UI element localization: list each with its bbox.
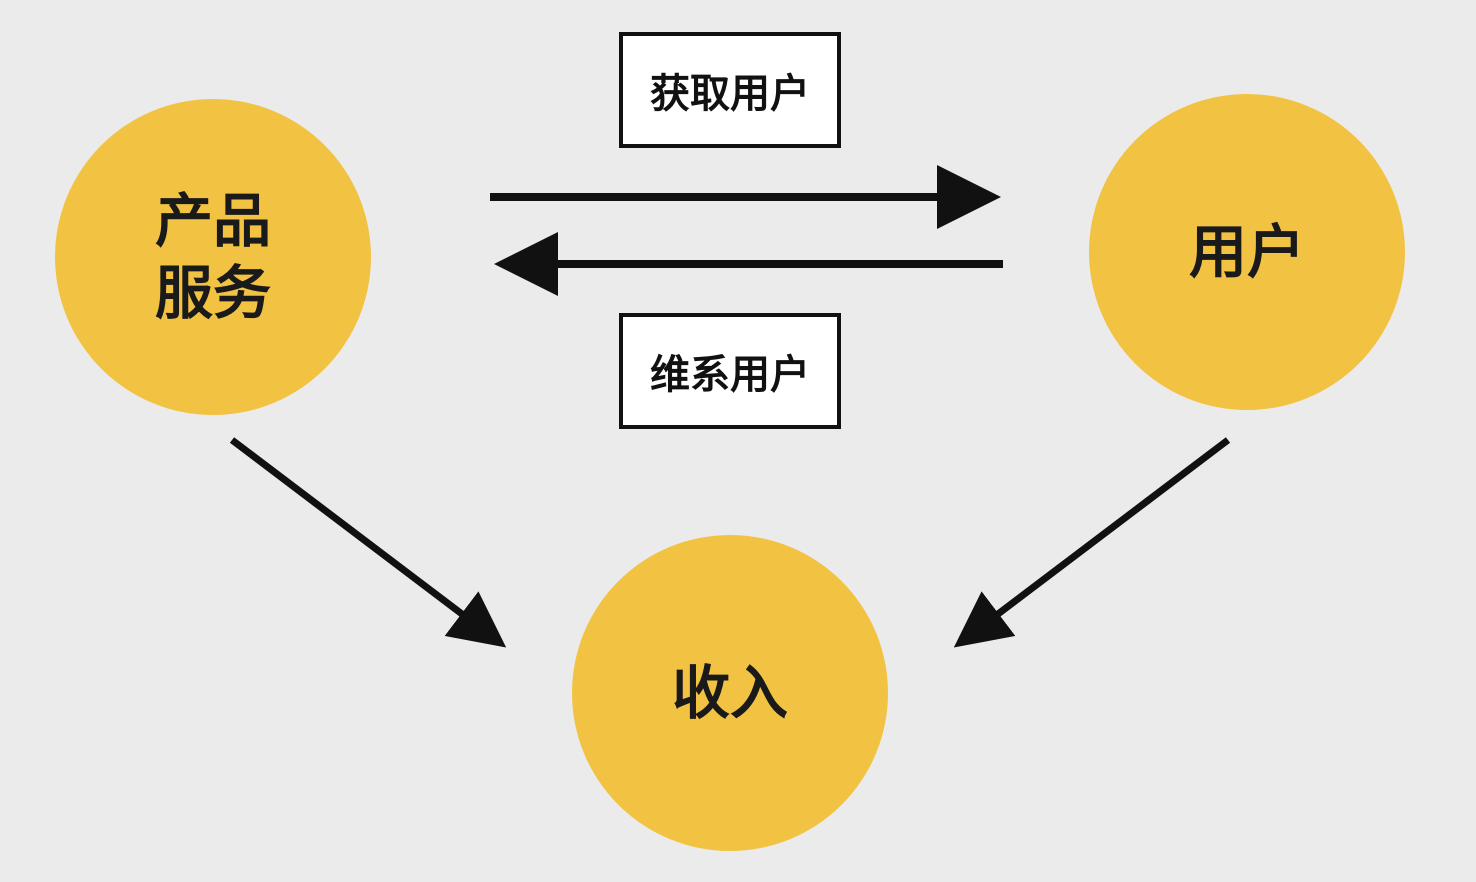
label-retain-text: 维系用户 xyxy=(650,352,810,398)
node-product-line2: 服务 xyxy=(154,259,271,327)
label-acquire-text: 获取用户 xyxy=(650,71,810,117)
node-product-service: 产品服务 xyxy=(55,99,371,415)
node-revenue: 收入 xyxy=(572,535,888,851)
label-retain-users: 维系用户 xyxy=(619,313,841,429)
node-product-line1: 产品 xyxy=(154,187,271,255)
label-acquire-users: 获取用户 xyxy=(619,32,841,148)
node-user-label: 用户 xyxy=(1188,218,1305,286)
arrow-product-to-revenue xyxy=(229,437,507,648)
node-user: 用户 xyxy=(1089,94,1405,410)
arrow-user-to-revenue xyxy=(953,437,1231,648)
node-revenue-label: 收入 xyxy=(671,659,788,727)
